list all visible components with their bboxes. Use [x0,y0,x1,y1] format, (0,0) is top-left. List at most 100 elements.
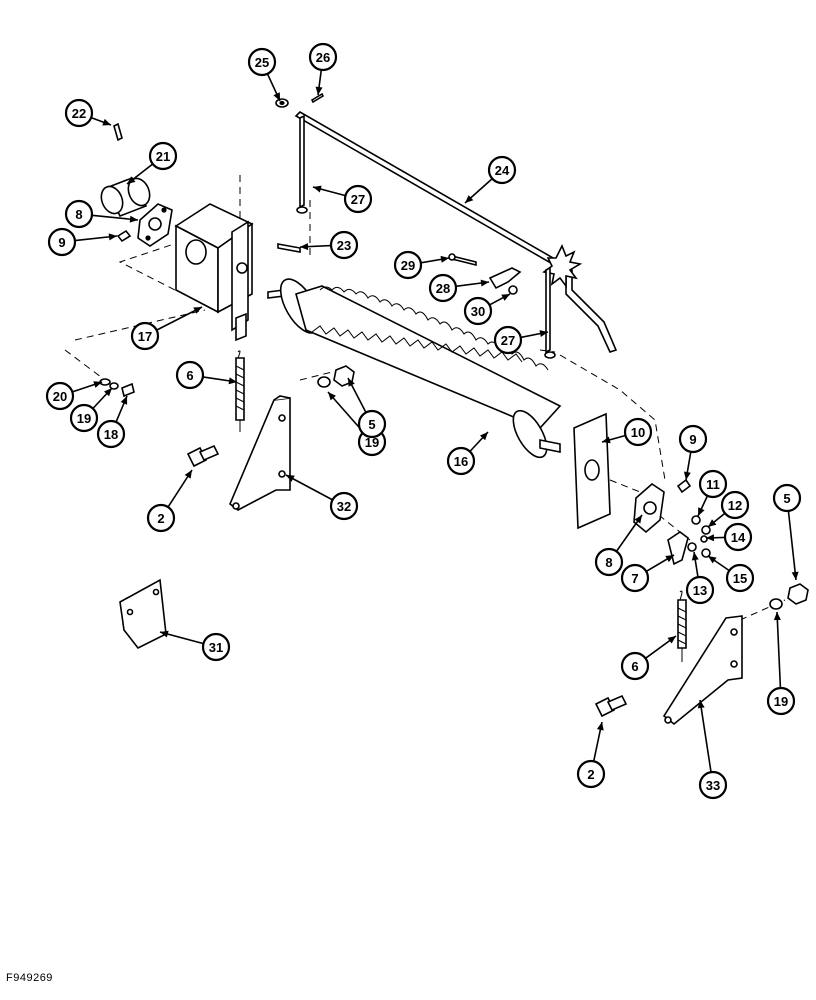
arrowhead [708,519,717,527]
callout-circle [201,632,231,662]
arrowhead [103,388,112,397]
callout-circle [463,296,493,326]
part-33-bracket [662,615,743,726]
callout-10: 10 [601,417,653,447]
leader-line [156,306,203,331]
part-5-nut-right [787,583,809,605]
callout-7: 7 [620,554,675,593]
part-10-plate [573,412,611,530]
callout-label: 19 [77,411,91,426]
callout-circle [493,325,523,355]
callout-label: 27 [501,333,515,348]
callout-circle [148,141,178,171]
callout-label: 16 [454,454,468,469]
arrowhead [313,185,322,193]
part-21-bushing [100,176,151,218]
callout-label: 18 [104,427,118,442]
parts-20-19-18-hardware [99,378,135,398]
callout-29: 29 [393,250,450,280]
arrowhead [286,475,295,482]
callout-5: 5 [772,483,802,581]
arrowhead [697,700,705,709]
callout-circle [247,47,277,77]
figure-id: F949269 [6,972,53,984]
callout-circle [446,446,476,476]
callout-circle [343,184,373,214]
callout-label: 6 [186,368,193,383]
callout-circle [329,230,359,260]
callout-circle [698,770,728,800]
callout-circle [725,563,755,593]
arrowhead [184,470,192,479]
callout-11: 11 [697,469,728,517]
part-6-spring-right [677,590,687,662]
arrowhead [539,330,548,338]
callout-circle [64,199,94,229]
arrowhead [480,279,489,287]
callout-21: 21 [126,141,178,185]
callout-label: 7 [631,571,638,586]
callout-circle [96,419,126,449]
arrowhead [465,195,474,203]
part-6-spring-left [235,350,245,432]
small-hardware-11-15 [687,515,711,558]
part-9-fitting-left [116,229,132,243]
arrowhead [300,243,309,251]
callout-circle [69,403,99,433]
part-30-nut [508,285,518,295]
callout-label: 9 [58,235,65,250]
callout-circle [678,424,708,454]
arrowhead [698,507,705,516]
arrowhead [773,612,781,621]
callout-22: 22 [64,98,112,128]
leader-line [776,611,782,689]
callout-17: 17 [130,306,203,351]
arrowhead [501,294,510,301]
arrowhead [93,381,102,388]
callout-circle [685,575,715,605]
callout-circle [45,381,75,411]
part-26-pin [310,92,325,104]
callout-18: 18 [96,395,128,449]
callout-circle [64,98,94,128]
callout-23: 23 [299,230,359,260]
callout-label: 5 [368,417,375,432]
callout-circle [47,227,77,257]
callout-32: 32 [285,474,359,521]
part-19-washer-center [317,376,331,388]
arrowhead [127,176,136,184]
callout-8: 8 [64,199,139,229]
callout-label: 11 [706,477,720,492]
callout-label: 8 [605,555,612,570]
part-19-washer-right [769,598,783,610]
callout-label: 25 [255,55,269,70]
callout-label: 26 [316,50,330,65]
arrowhead [596,722,604,731]
callout-label: 28 [436,281,450,296]
callout-label: 24 [495,163,510,178]
part-23-pin [277,243,301,253]
part-16-roller [267,278,562,459]
arrowhead [315,86,323,95]
part-27-chain-left [296,114,308,214]
arrowhead [102,118,111,126]
callout-label: 22 [72,106,86,121]
callout-25: 25 [247,47,281,102]
callout-circle [357,409,387,439]
part-7-lever [667,531,689,566]
callout-13: 13 [685,551,715,605]
part-2-bolt-right [594,694,628,718]
callout-27: 27 [493,325,549,355]
callout-label: 13 [693,583,707,598]
callout-16: 16 [446,431,489,476]
callout-26: 26 [308,42,338,96]
callout-5: 5 [347,377,387,439]
part-29-bolt [448,253,477,267]
callout-label: 2 [587,767,594,782]
callout-label: 6 [631,659,638,674]
part-9-fitting-right [676,478,692,494]
arrowhead [479,432,488,441]
callout-label: 8 [75,207,82,222]
